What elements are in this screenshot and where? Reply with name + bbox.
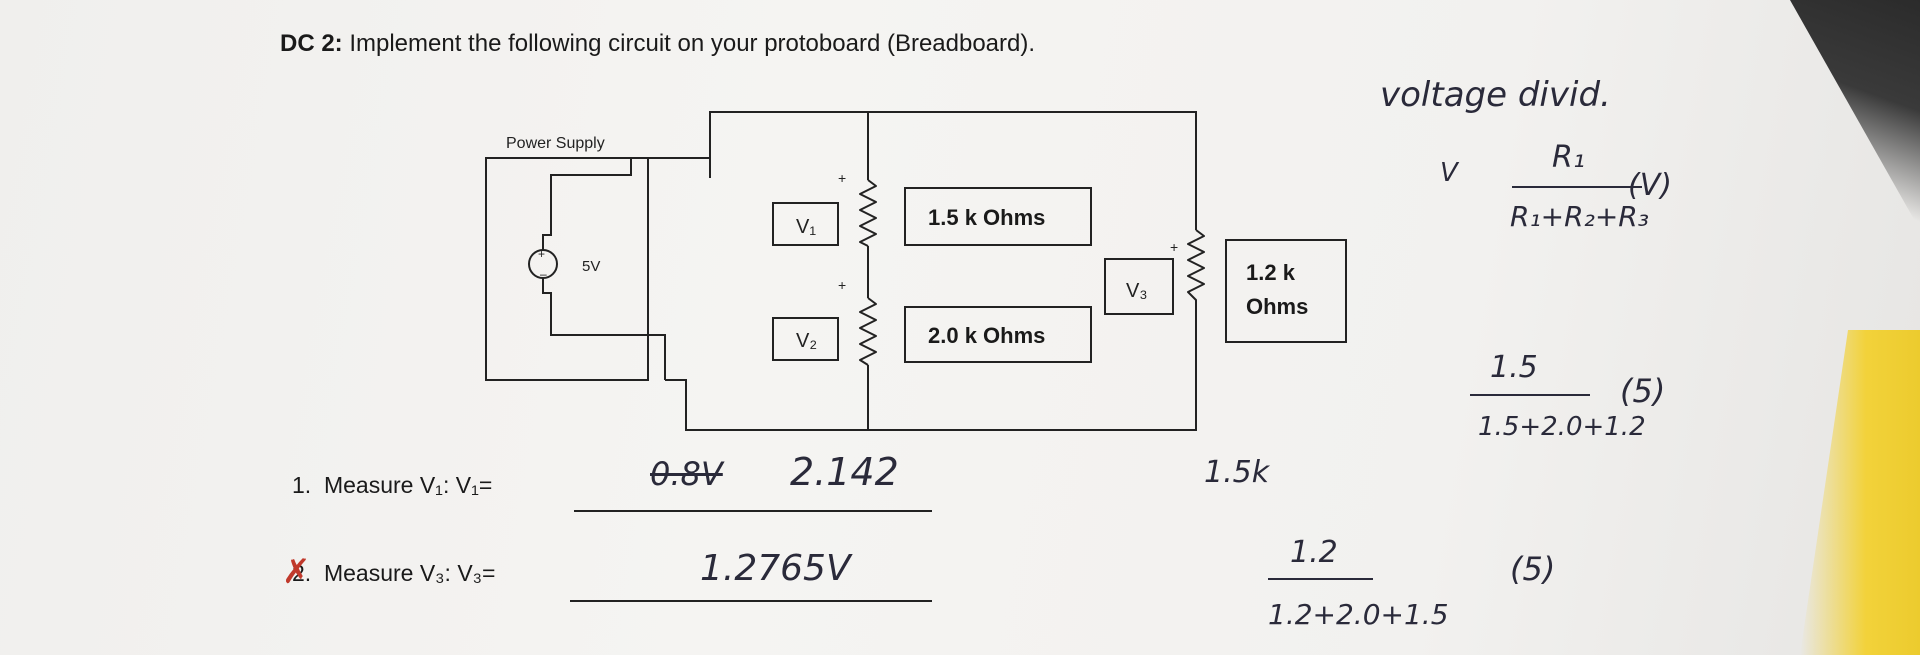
note-calc2-bar: [1268, 578, 1373, 580]
resistor-r3-icon: [1187, 229, 1205, 350]
title-text: Implement the following circuit on your …: [349, 30, 1036, 57]
question-1-text: Measure V₁: V₁=: [323, 472, 493, 498]
v2-label: V₂: [796, 330, 817, 352]
note-heading: voltage divid.: [1380, 75, 1611, 115]
r2-label: 2.0 k Ohms: [928, 323, 1045, 348]
source-plus: +: [538, 247, 545, 261]
power-supply-box: [485, 157, 649, 381]
note-calc2-num: 1.2: [1290, 535, 1338, 570]
note-calc1-num: 1.5: [1490, 350, 1538, 385]
title-prefix: DC 2:: [280, 30, 343, 57]
r3-label-line2: Ohms: [1246, 294, 1308, 319]
power-supply-label: Power Supply: [506, 135, 605, 152]
note-formula-num: R₁: [1552, 140, 1585, 175]
x-mark-icon: ✗: [282, 552, 311, 592]
note-formula-unit: (V): [1628, 168, 1672, 203]
source-value-label: 5V: [582, 258, 600, 275]
answer-1-struck: 0.8V: [650, 455, 723, 493]
r1-label: 1.5 k Ohms: [928, 205, 1045, 230]
resistor-r2-icon: [859, 297, 877, 366]
note-formula-den: R₁+R₂+R₃: [1510, 200, 1649, 233]
note-formula-bar: [1512, 186, 1642, 188]
note-mid: 1.5k: [1204, 455, 1270, 490]
note-calc1-den: 1.5+2.0+1.2: [1478, 412, 1646, 442]
note-calc2-unit: (5): [1510, 550, 1556, 588]
r3-label-box: [1225, 239, 1347, 343]
r3-label-line1: 1.2 k: [1246, 260, 1296, 285]
v1-label: V₁: [796, 216, 816, 238]
question-2: 2. Measure V₃: V₃=: [292, 560, 495, 587]
v1-box: [772, 202, 839, 246]
note-calc1-unit: (5): [1620, 372, 1666, 410]
answer-2-value: 1.2765V: [700, 548, 851, 589]
note-calc1-bar: [1470, 394, 1590, 396]
note-calc2-den: 1.2+2.0+1.5: [1268, 598, 1449, 631]
r1-label-box: [904, 187, 1092, 246]
v2-box: [772, 317, 839, 361]
note-formula-left: V: [1440, 158, 1458, 188]
question-1-number: 1.: [292, 472, 312, 498]
answer-1-line: [574, 510, 932, 512]
v3-box: [1104, 258, 1174, 315]
answer-1-value: 2.142: [790, 450, 899, 494]
resistor-r1-icon: [859, 179, 877, 247]
v3-label: V₃: [1126, 280, 1147, 302]
v1-plus-mark: +: [838, 170, 846, 186]
r2-label-box: [904, 306, 1092, 363]
question-2-text: Measure V₃: V₃=: [323, 560, 496, 586]
question-2-number: 2.: [292, 560, 312, 586]
v2-plus-mark: +: [838, 277, 846, 293]
source-minus: –: [540, 267, 547, 281]
answer-2-line: [570, 600, 932, 602]
page-title: DC 2: Implement the following circuit on…: [280, 30, 1035, 58]
v3-plus-mark: +: [1170, 239, 1178, 255]
question-1: 1. Measure V₁: V₁=: [292, 472, 492, 499]
